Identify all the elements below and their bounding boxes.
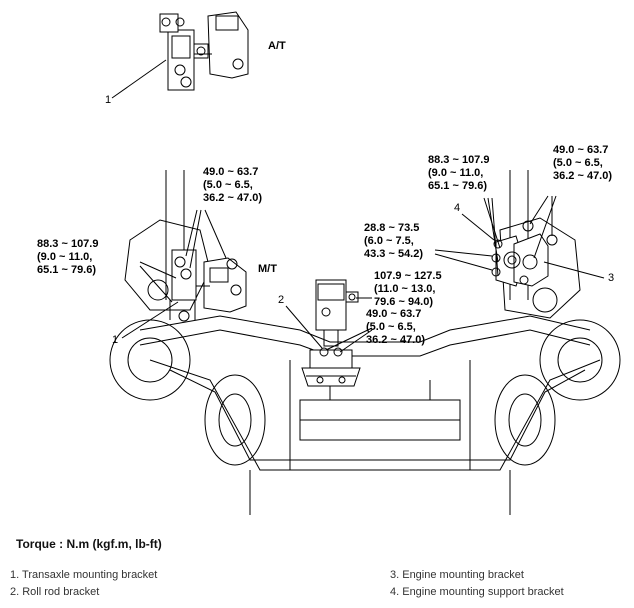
legend-item-3: 3. Engine mounting bracket bbox=[390, 569, 524, 581]
torque-center-lower: 49.0 ~ 63.7 (5.0 ~ 6.5, 36.2 ~ 47.0) bbox=[366, 308, 426, 346]
torque-right-top-left: 88.3 ~ 107.9 (9.0 ~ 11.0, 65.1 ~ 79.6) bbox=[428, 154, 490, 192]
torque-left-upper: 49.0 ~ 63.7 (5.0 ~ 6.5, 36.2 ~ 47.0) bbox=[203, 166, 263, 204]
leader-line bbox=[111, 59, 167, 99]
legend-item-2: 2. Roll rod bracket bbox=[10, 586, 100, 598]
torque-right-top-right: 49.0 ~ 63.7 (5.0 ~ 6.5, 36.2 ~ 47.0) bbox=[553, 144, 613, 182]
roll-rod-bracket bbox=[301, 279, 361, 387]
torque-right-mid: 28.8 ~ 73.5 (6.0 ~ 7.5, 43.3 ~ 54.2) bbox=[364, 222, 424, 260]
subframe bbox=[109, 170, 621, 515]
torque-units-title: Torque : N.m (kgf.m, lb-ft) bbox=[16, 537, 162, 551]
torque-left-lower: 88.3 ~ 107.9 (9.0 ~ 11.0, 65.1 ~ 79.6) bbox=[37, 238, 99, 276]
callout-4: 4 bbox=[454, 202, 461, 214]
mt-variant-label: M/T bbox=[258, 263, 277, 275]
engine-mounting-bracket bbox=[491, 220, 558, 287]
at-variant-label: A/T bbox=[268, 40, 286, 52]
legend-item-4: 4. Engine mounting support bracket bbox=[390, 586, 564, 598]
callout-3: 3 bbox=[608, 272, 615, 284]
callout-1-mt: 1 bbox=[112, 334, 119, 346]
torque-center-upper: 107.9 ~ 127.5 (11.0 ~ 13.0, 79.6 ~ 94.0) bbox=[374, 270, 442, 308]
legend-item-1: 1. Transaxle mounting bracket bbox=[10, 569, 158, 581]
callout-1-top: 1 bbox=[105, 94, 112, 106]
mounting-diagram bbox=[109, 11, 621, 515]
at-transaxle-bracket bbox=[159, 11, 249, 91]
callout-2: 2 bbox=[278, 294, 285, 306]
